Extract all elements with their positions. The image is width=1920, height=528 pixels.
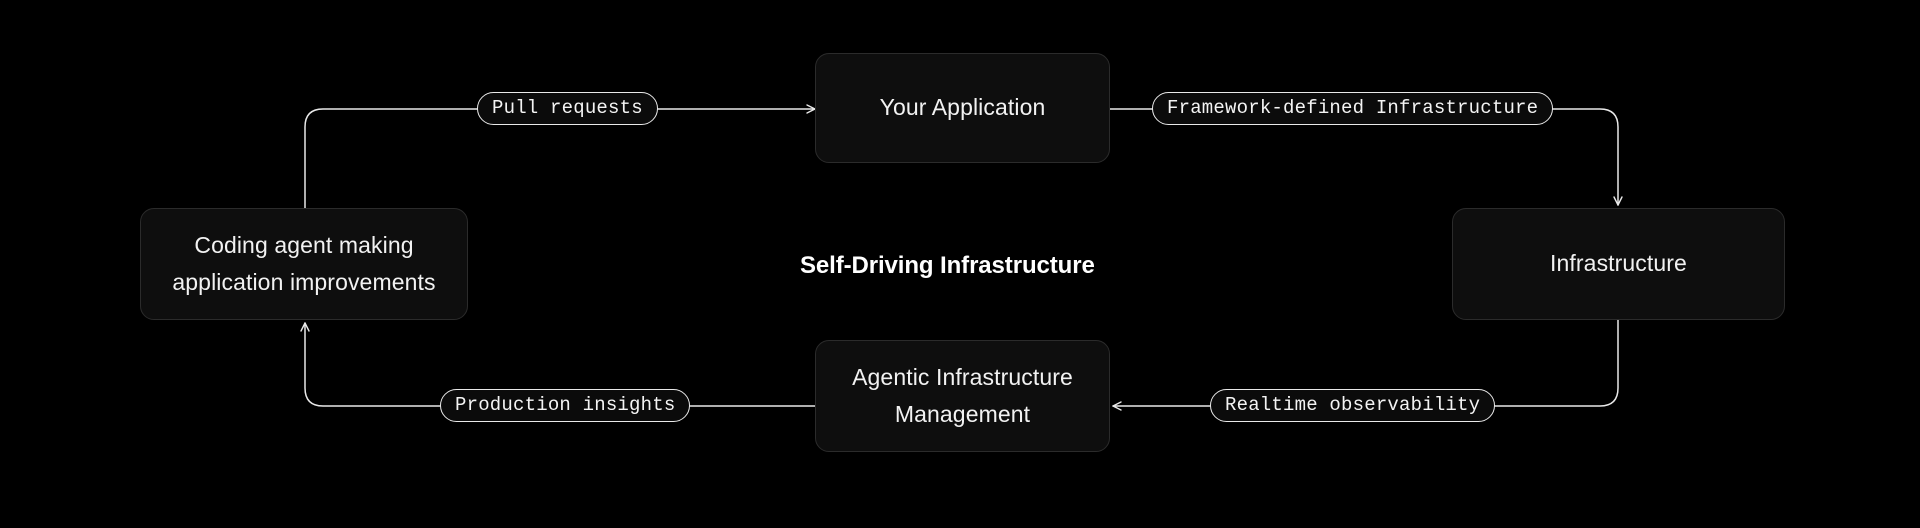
edge-label-production-insights[interactable]: Production insights bbox=[440, 389, 691, 422]
diagram-title: Self-Driving Infrastructure bbox=[800, 252, 1095, 279]
node-your-application[interactable]: Your Application bbox=[815, 53, 1110, 163]
node-coding-agent-label-line1: Coding agent making bbox=[194, 231, 414, 258]
node-coding-agent[interactable]: Coding agent making application improvem… bbox=[140, 208, 468, 320]
node-agentic-management[interactable]: Agentic Infrastructure Management bbox=[815, 340, 1110, 452]
edge-label-realtime-observability[interactable]: Realtime observability bbox=[1210, 389, 1496, 422]
connector-your-application-to-infrastructure bbox=[1109, 108, 1623, 206]
node-agentic-management-label-line1: Agentic Infrastructure bbox=[852, 363, 1073, 390]
node-coding-agent-label: Coding agent making application improvem… bbox=[172, 227, 435, 302]
connector-agentic-management-to-coding-agent bbox=[300, 322, 816, 407]
connector-coding-agent-to-your-application bbox=[304, 104, 816, 209]
node-agentic-management-label: Agentic Infrastructure Management bbox=[852, 359, 1073, 434]
node-infrastructure-label: Infrastructure bbox=[1550, 250, 1687, 277]
node-infrastructure[interactable]: Infrastructure bbox=[1452, 208, 1785, 320]
node-your-application-label: Your Application bbox=[879, 94, 1046, 121]
node-agentic-management-label-line2: Management bbox=[894, 401, 1031, 427]
connector-infrastructure-to-agentic-management bbox=[1112, 319, 1619, 411]
edge-label-framework-defined-infrastructure[interactable]: Framework-defined Infrastructure bbox=[1152, 92, 1554, 125]
node-coding-agent-label-line2: application improvements bbox=[172, 269, 436, 295]
edge-label-pull-requests[interactable]: Pull requests bbox=[477, 92, 658, 125]
